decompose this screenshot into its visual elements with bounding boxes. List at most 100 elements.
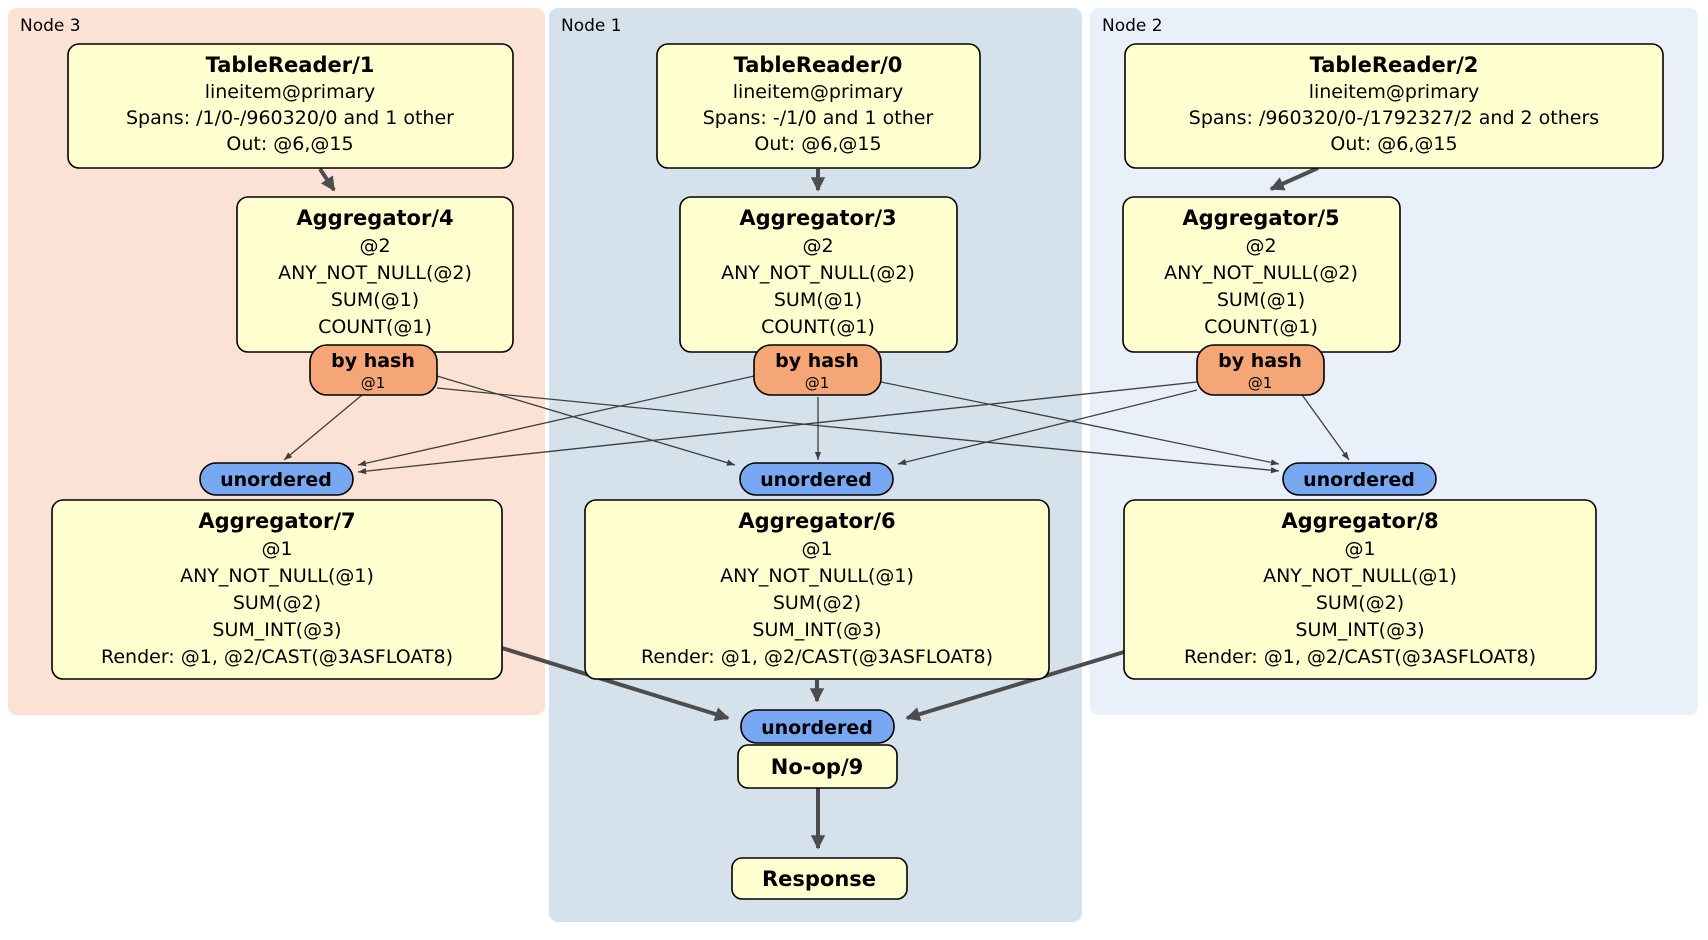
processor-box: [1124, 43, 1664, 169]
processor-title: No-op/9: [771, 755, 863, 779]
flow-edges: [318, 166, 1319, 850]
processor-spans: Spans: /1/0-/960320/0 and 1 other: [126, 107, 454, 129]
processor-title: Response: [762, 867, 876, 891]
edge-tablereader2-aggregator5: [1269, 166, 1319, 191]
processor-title: Aggregator/7: [198, 509, 355, 533]
processor-line: SUM(@2): [233, 592, 321, 614]
processor-title: Aggregator/6: [738, 509, 895, 533]
processor-aggregator-3: Aggregator/3 @2 ANY_NOT_NULL(@2) SUM(@1)…: [679, 196, 958, 353]
processor-spans: Spans: -/1/0 and 1 other: [703, 107, 934, 129]
sync-label: unordered: [760, 469, 872, 491]
router-by-hash-node1: by hash @1: [753, 344, 882, 396]
processor-line: @1: [801, 538, 832, 560]
processor-table: lineitem@primary: [733, 81, 904, 103]
edge-hash2-unordered3: [357, 381, 1198, 475]
processor-out: Out: @6,@15: [754, 133, 881, 155]
processor-line: ANY_NOT_NULL(@1): [720, 565, 914, 587]
edge-hash3-unordered3: [283, 394, 363, 461]
edge-hash3-unordered2: [436, 387, 1280, 474]
processor-title: Aggregator/8: [1281, 509, 1438, 533]
processor-line: ANY_NOT_NULL(@2): [721, 262, 915, 284]
processor-line: SUM(@1): [774, 289, 862, 311]
router-detail: @1: [805, 374, 830, 392]
processor-title: TableReader/1: [206, 53, 375, 77]
processor-box: [656, 43, 981, 169]
processor-title: Aggregator/5: [1182, 206, 1339, 230]
processor-title: TableReader/0: [734, 53, 903, 77]
processor-box: [1123, 499, 1597, 680]
router-detail: @1: [361, 374, 386, 392]
sync-unordered-node1: unordered: [739, 462, 894, 496]
processor-box: [584, 499, 1050, 680]
edge-hash1-unordered2: [880, 381, 1280, 466]
router-pill: [309, 344, 438, 396]
processor-table: lineitem@primary: [205, 81, 376, 103]
processor-line: @1: [261, 538, 292, 560]
processor-tablereader-0: TableReader/0 lineitem@primary Spans: -/…: [656, 43, 981, 169]
processor-line: ANY_NOT_NULL(@2): [278, 262, 472, 284]
processor-line: COUNT(@1): [761, 316, 875, 338]
processor-response: Response: [731, 857, 908, 900]
sync-pill: [199, 462, 354, 496]
edge-aggregator7-unordered: [501, 646, 730, 722]
processor-table: lineitem@primary: [1309, 81, 1480, 103]
processor-tablereader-1: TableReader/1 lineitem@primary Spans: /1…: [67, 43, 514, 169]
processor-out: Out: @6,@15: [226, 133, 353, 155]
processor-box: [731, 857, 908, 900]
router-label: by hash: [775, 350, 859, 372]
sync-label: unordered: [1303, 469, 1415, 491]
processor-line: SUM(@2): [773, 592, 861, 614]
edge-hash2-unordered2: [1299, 391, 1350, 461]
edge-hash2-unordered1: [897, 389, 1198, 466]
router-detail: @1: [1248, 374, 1273, 392]
router-pill: [1196, 344, 1325, 396]
sync-label: unordered: [761, 717, 873, 739]
processor-line: SUM(@1): [1217, 289, 1305, 311]
processor-line: SUM_INT(@3): [212, 619, 341, 641]
processor-aggregator-7: Aggregator/7 @1 ANY_NOT_NULL(@1) SUM(@2)…: [51, 499, 503, 680]
processor-line: @2: [802, 235, 833, 257]
processor-noop-9: No-op/9: [737, 744, 898, 789]
processor-tablereader-2: TableReader/2 lineitem@primary Spans: /9…: [1124, 43, 1664, 169]
processor-aggregator-6: Aggregator/6 @1 ANY_NOT_NULL(@1) SUM(@2)…: [584, 499, 1050, 680]
router-pill: [753, 344, 882, 396]
processor-line: SUM_INT(@3): [1295, 619, 1424, 641]
region-label-node1: Node 1: [561, 16, 622, 36]
processor-line: @2: [1245, 235, 1276, 257]
processor-aggregator-8: Aggregator/8 @1 ANY_NOT_NULL(@1) SUM(@2)…: [1123, 499, 1597, 680]
processor-line: ANY_NOT_NULL(@1): [1263, 565, 1457, 587]
processor-line: COUNT(@1): [1204, 316, 1318, 338]
processor-title: Aggregator/4: [296, 206, 453, 230]
processor-line: ANY_NOT_NULL(@2): [1164, 262, 1358, 284]
processor-box: [737, 744, 898, 789]
hash-routing-edges: [283, 375, 1350, 475]
edge-aggregator8-unordered: [905, 650, 1125, 722]
processor-spans: Spans: /960320/0-/1792327/2 and 2 others: [1189, 107, 1599, 129]
processor-box: [67, 43, 514, 169]
sync-unordered-node2: unordered: [1282, 462, 1437, 496]
processor-render: Render: @1, @2/CAST(@3ASFLOAT8): [1184, 646, 1536, 668]
edge-hash3-unordered1: [436, 375, 736, 466]
sync-unordered-node3: unordered: [199, 462, 354, 496]
region-label-node3: Node 3: [20, 16, 81, 36]
processor-line: @1: [1344, 538, 1375, 560]
router-by-hash-node3: by hash @1: [309, 344, 438, 396]
edge-tablereader1-aggregator4: [318, 167, 336, 192]
edge-hash1-unordered3: [357, 375, 755, 467]
sync-pill: [739, 462, 894, 496]
router-label: by hash: [331, 350, 415, 372]
processor-line: SUM_INT(@3): [752, 619, 881, 641]
processor-title: Aggregator/3: [739, 206, 896, 230]
router-label: by hash: [1218, 350, 1302, 372]
region-label-node2: Node 2: [1102, 16, 1163, 36]
sync-label: unordered: [220, 469, 332, 491]
sync-pill: [740, 709, 895, 744]
processor-render: Render: @1, @2/CAST(@3ASFLOAT8): [641, 646, 993, 668]
processor-line: ANY_NOT_NULL(@1): [180, 565, 374, 587]
sync-unordered-final: unordered: [740, 709, 895, 744]
processor-line: COUNT(@1): [318, 316, 432, 338]
processor-aggregator-5: Aggregator/5 @2 ANY_NOT_NULL(@2) SUM(@1)…: [1122, 196, 1401, 353]
processor-out: Out: @6,@15: [1330, 133, 1457, 155]
sync-pill: [1282, 462, 1437, 496]
